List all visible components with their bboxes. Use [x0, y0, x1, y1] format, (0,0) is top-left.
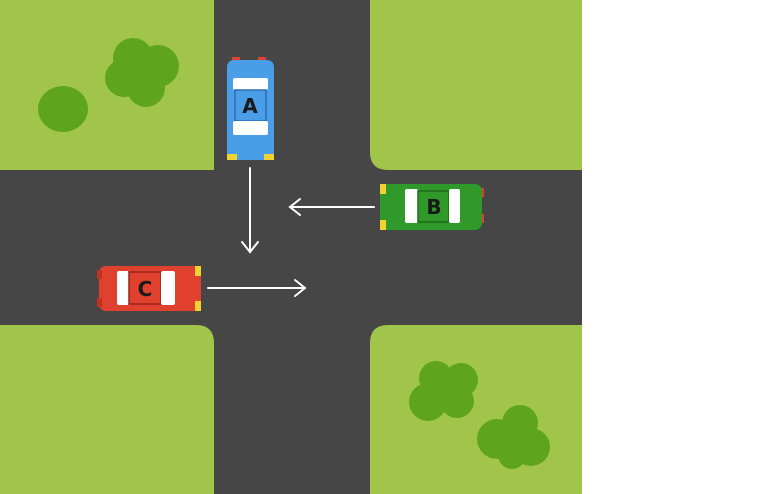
car-a-label: A	[242, 94, 258, 118]
car-a-headlight-left	[227, 154, 237, 160]
car-c: C	[97, 266, 201, 311]
car-a-headlight-right	[264, 154, 274, 160]
car-a-taillight-left	[232, 57, 240, 62]
bush-cluster-bottom-right-upper	[409, 361, 478, 421]
car-b-roof	[417, 190, 450, 223]
bush-single-top-left	[38, 86, 88, 132]
car-c-label: C	[138, 277, 153, 301]
car-a-front-window	[233, 121, 268, 135]
car-b-headlight-bottom	[380, 220, 386, 230]
bush-cluster-bottom-right-lower	[477, 405, 550, 469]
car-a-rear-window	[233, 78, 268, 90]
car-a-taillight-right	[258, 57, 266, 62]
arrow-b-west	[288, 198, 375, 216]
car-a-roof	[234, 89, 267, 122]
car-b: B	[380, 184, 484, 230]
car-c-front-window	[161, 271, 175, 305]
arrow-a-south	[241, 167, 259, 254]
car-b-front-window	[405, 189, 418, 223]
intersection-diagram: A B C	[0, 0, 582, 494]
grass-corner-bottom-right	[370, 325, 582, 494]
car-b-headlight-top	[380, 184, 386, 194]
grass-corner-top-right	[370, 0, 582, 170]
bush-cluster-top-left	[105, 38, 179, 107]
grass-corner-bottom-left	[0, 325, 214, 494]
car-b-label: B	[426, 195, 441, 219]
car-c-taillight-top	[97, 270, 102, 279]
car-c-headlight-bottom	[195, 301, 201, 311]
car-b-rear-window	[449, 189, 460, 223]
car-a: A	[227, 57, 274, 160]
arrow-c-east	[207, 279, 307, 297]
car-c-taillight-bottom	[97, 298, 102, 307]
car-c-headlight-top	[195, 266, 201, 276]
car-c-rear-window	[117, 271, 129, 305]
